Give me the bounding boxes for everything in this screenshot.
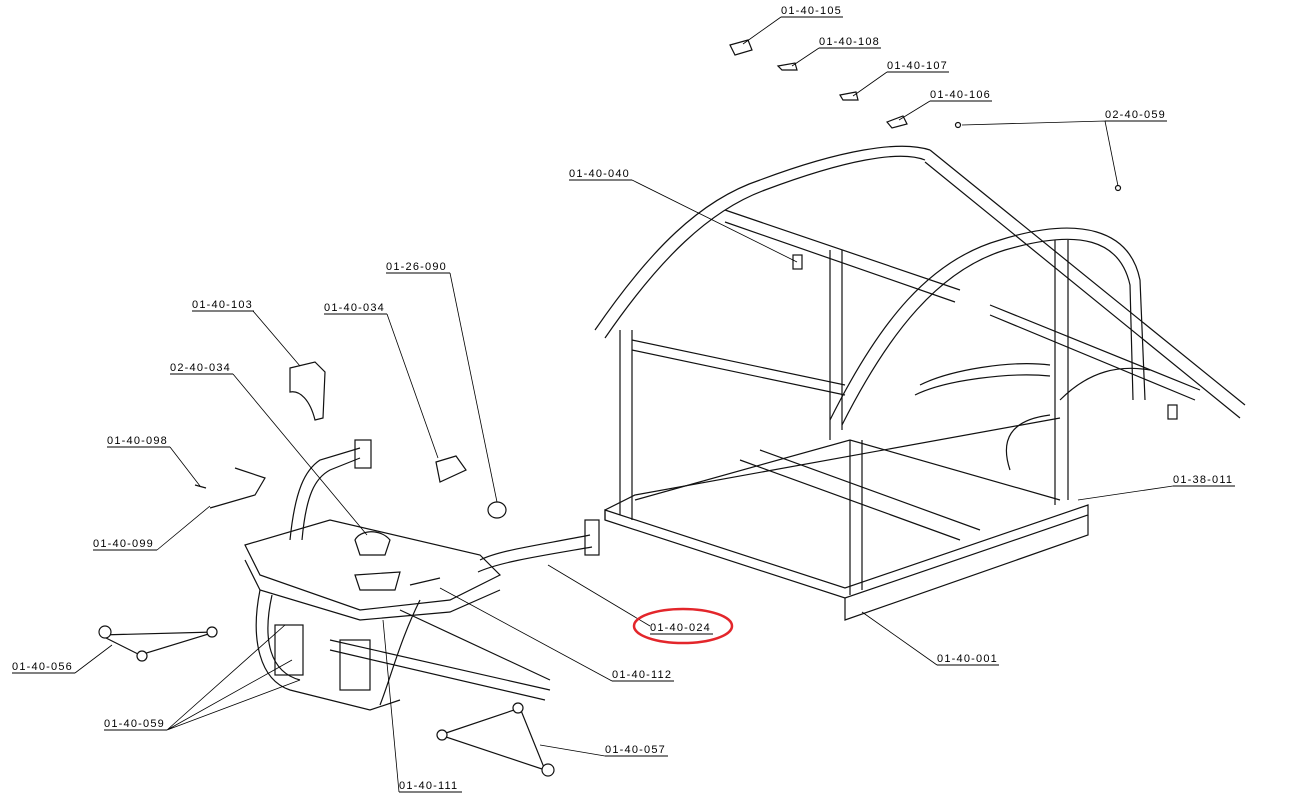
svg-text:01-40-108[interactable]: 01-40-108 [819, 36, 880, 48]
svg-text:01-40-111[interactable]: 01-40-111 [399, 780, 458, 792]
highlight-circle [632, 607, 734, 645]
label-01-40-001[interactable]: 01-40-001 [937, 653, 999, 666]
label-01-40-103[interactable]: 01-40-103 [192, 299, 254, 312]
svg-text:01-40-056[interactable]: 01-40-056 [12, 661, 73, 673]
part-labels: 01-40-105 01-40-108 01-40-107 01-40-106 … [12, 5, 1235, 793]
svg-text:02-40-059[interactable]: 02-40-059 [1105, 109, 1166, 121]
svg-text:01-40-040[interactable]: 01-40-040 [569, 168, 630, 180]
label-02-40-059[interactable]: 02-40-059 [1105, 109, 1167, 122]
label-01-40-040[interactable]: 01-40-040 [569, 168, 632, 181]
main-frame-drawing [594, 145, 1246, 621]
svg-text:01-40-099[interactable]: 01-40-099 [93, 538, 154, 550]
label-01-40-106[interactable]: 01-40-106 [930, 89, 992, 102]
label-01-40-098[interactable]: 01-40-098 [107, 435, 170, 448]
svg-text:01-40-106[interactable]: 01-40-106 [930, 89, 991, 101]
label-01-40-107[interactable]: 01-40-107 [887, 60, 949, 73]
svg-text:01-26-090[interactable]: 01-26-090 [386, 261, 447, 273]
label-01-40-024[interactable]: 01-40-024 [650, 622, 713, 635]
label-01-40-059[interactable]: 01-40-059 [104, 718, 167, 731]
svg-text:01-40-105[interactable]: 01-40-105 [781, 5, 842, 17]
svg-text:01-40-024[interactable]: 01-40-024 [650, 622, 711, 634]
label-01-38-011[interactable]: 01-38-011 [1173, 474, 1235, 487]
label-02-40-034[interactable]: 02-40-034 [170, 362, 233, 375]
svg-text:01-40-107[interactable]: 01-40-107 [887, 60, 948, 72]
label-01-40-099[interactable]: 01-40-099 [93, 538, 157, 551]
svg-text:01-38-011[interactable]: 01-38-011 [1173, 474, 1233, 486]
label-01-40-105[interactable]: 01-40-105 [781, 5, 843, 18]
svg-text:01-40-001[interactable]: 01-40-001 [937, 653, 998, 665]
label-01-40-112[interactable]: 01-40-112 [612, 669, 674, 682]
svg-text:01-40-059[interactable]: 01-40-059 [104, 718, 165, 730]
label-01-40-057[interactable]: 01-40-057 [605, 744, 668, 757]
label-01-40-111[interactable]: 01-40-111 [399, 780, 462, 793]
svg-text:02-40-034[interactable]: 02-40-034 [170, 362, 231, 374]
svg-text:01-40-103[interactable]: 01-40-103 [192, 299, 253, 311]
front-subframe-drawing [98, 39, 1122, 777]
label-01-26-090[interactable]: 01-26-090 [386, 261, 450, 274]
svg-text:01-40-112[interactable]: 01-40-112 [612, 669, 672, 681]
leader-lines [74, 16, 1174, 793]
label-01-40-056[interactable]: 01-40-056 [12, 661, 75, 674]
svg-text:01-40-034[interactable]: 01-40-034 [324, 302, 385, 314]
label-01-40-034[interactable]: 01-40-034 [324, 302, 387, 315]
svg-text:01-40-098[interactable]: 01-40-098 [107, 435, 168, 447]
label-01-40-108[interactable]: 01-40-108 [819, 36, 881, 49]
svg-text:01-40-057[interactable]: 01-40-057 [605, 744, 666, 756]
